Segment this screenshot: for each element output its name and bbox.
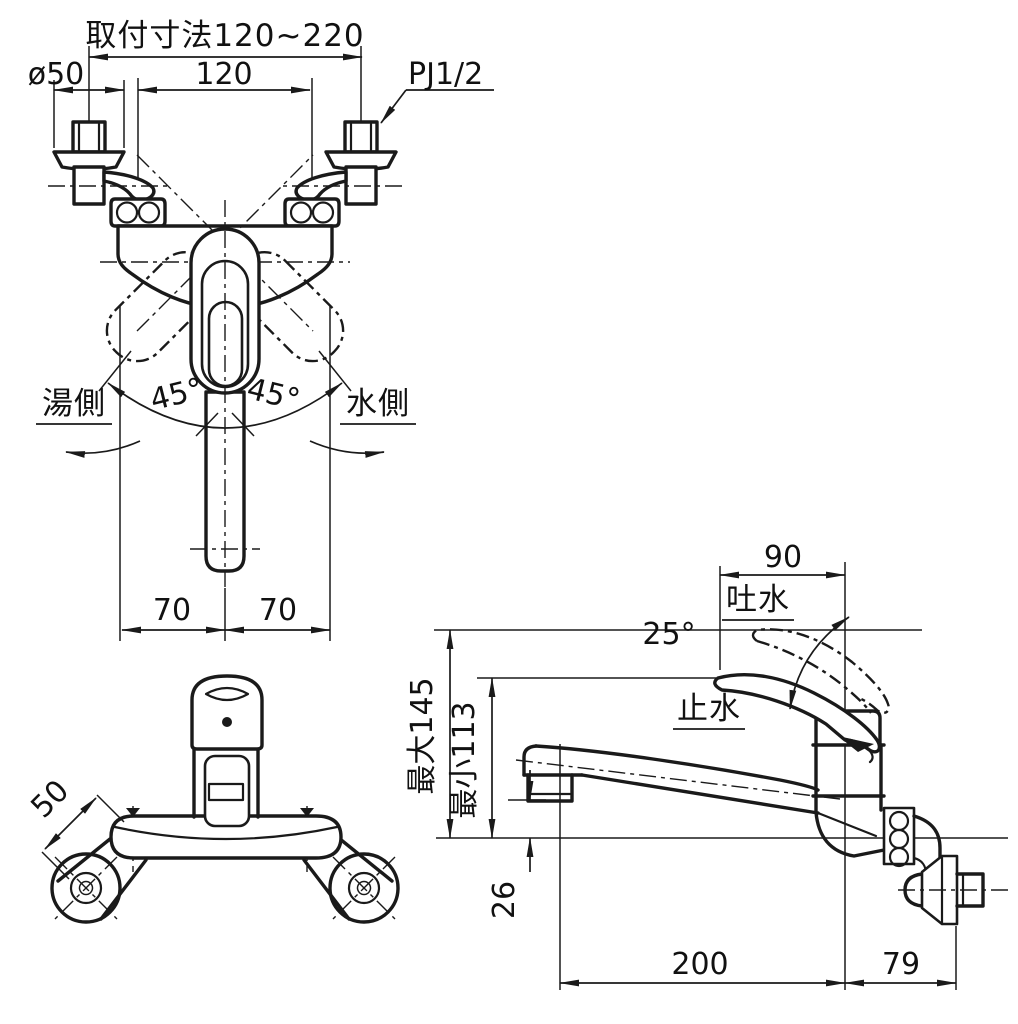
aerator [526,773,574,803]
flange-disc-left [50,852,122,924]
spout-bottom-edge [580,773,820,815]
thread-stub [71,120,107,154]
handle-inner [207,300,244,388]
dim-spout-to-center-label: 90 [764,540,802,575]
flange-disc-right [328,852,400,924]
dim-height-max-label: 最大145 [405,677,440,794]
hot-side-label: 湯側 [42,386,106,422]
dim-height-min-label: 最小113 [447,701,482,818]
dim-reach-label: 200 [671,947,728,982]
leg-right-edge [338,837,394,883]
discharge-label: 吐水 [726,582,790,618]
dim-offset-left-label: 70 [153,593,191,628]
lever-handle-discharge-ghost [751,628,890,715]
dim-wall-to-center-label: 79 [882,947,920,982]
eccentric-leg-side [912,814,942,860]
swing-angle-left-label: 45° [147,371,207,418]
spout-top-edge [534,744,820,792]
union-nut-side [882,806,916,866]
leg-left-edge [56,837,112,883]
cold-side-label: 水側 [346,386,410,422]
wall-fitting-right [276,44,404,228]
lever-angle-arc [789,616,850,710]
thread-label: PJ1/2 [408,57,483,92]
knob-dot [222,717,232,727]
lever-top [203,754,251,828]
knob-recess [204,686,250,702]
dim-flange-dia-label: ø50 [28,57,85,92]
hot-direction-arrow [65,440,141,458]
front-view: 取付寸法120~220 ø50 120 PJ1/2 45° 45° 湯側 水側 … [28,18,494,641]
dim-body-width-label: 50 [24,773,76,825]
thread-leader [380,89,407,124]
dim-offset-right-label: 70 [259,593,297,628]
dim-pipe-centers-label: 120 [195,57,252,92]
dim-mounting-label: 取付寸法120~220 [85,18,364,54]
body-lower-cone [814,810,886,858]
stop-label: 止水 [677,691,741,727]
lever-angle-label: 25° [642,617,695,652]
cold-direction-arrow [309,440,385,458]
swing-arc [107,382,343,429]
spout-tip [522,744,538,777]
faucet-body-top [109,814,343,860]
wall-fitting-left [48,46,172,228]
dim-outlet-height-label: 26 [487,881,522,919]
top-view: 50 [24,674,400,924]
swing-angle-right-label: 45° [243,371,303,418]
handle-knob-top [190,674,264,751]
side-view: 90 吐水 25° 止水 最大145 最小113 26 200 79 [405,540,1010,990]
